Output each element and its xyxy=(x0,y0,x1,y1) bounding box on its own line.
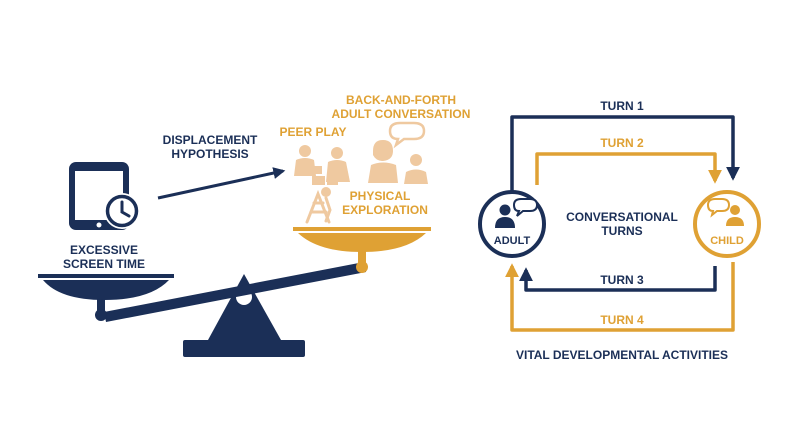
peer-play-icon xyxy=(294,145,350,185)
turn-2-label: TURN 2 xyxy=(600,136,644,150)
vital-activities-caption: VITAL DEVELOPMENTAL ACTIVITIES xyxy=(516,348,728,362)
adult-conversation-label-1: BACK-AND-FORTH xyxy=(346,93,456,107)
balance-scale-icon xyxy=(38,227,431,357)
turn-1-label: TURN 1 xyxy=(600,99,644,113)
tablet-clock-icon xyxy=(69,162,140,230)
turn-4-arrow xyxy=(505,262,735,332)
turn-2-arrow xyxy=(535,152,722,185)
physical-label-1: PHYSICAL xyxy=(350,189,411,203)
adult-label: ADULT xyxy=(494,235,531,247)
turn-1-arrow xyxy=(510,115,740,194)
screen-time-label-2: SCREEN TIME xyxy=(63,257,145,271)
turn-3-arrow xyxy=(519,266,717,292)
physical-exploration-icon xyxy=(305,187,332,224)
child-label: CHILD xyxy=(710,235,744,247)
hypothesis-label-1: DISPLACEMENT xyxy=(163,133,258,147)
conversational-label-2: TURNS xyxy=(601,224,642,238)
adult-speech-icon xyxy=(495,198,539,228)
child-node: CHILD xyxy=(693,190,761,258)
displacement-arrow xyxy=(157,167,286,200)
peer-play-label: PEER PLAY xyxy=(280,125,347,139)
adult-conversation-label-2: ADULT CONVERSATION xyxy=(332,107,471,121)
hypothesis-label-2: HYPOTHESIS xyxy=(171,147,248,161)
conversational-label-1: CONVERSATIONAL xyxy=(566,210,678,224)
adult-conversation-icon xyxy=(368,121,428,184)
turn-4-label: TURN 4 xyxy=(600,313,644,327)
screen-time-label-1: EXCESSIVE xyxy=(70,243,138,257)
physical-label-2: EXPLORATION xyxy=(342,203,428,217)
adult-node: ADULT xyxy=(478,190,546,258)
turn-3-label: TURN 3 xyxy=(600,273,644,287)
child-speech-icon xyxy=(706,198,744,226)
